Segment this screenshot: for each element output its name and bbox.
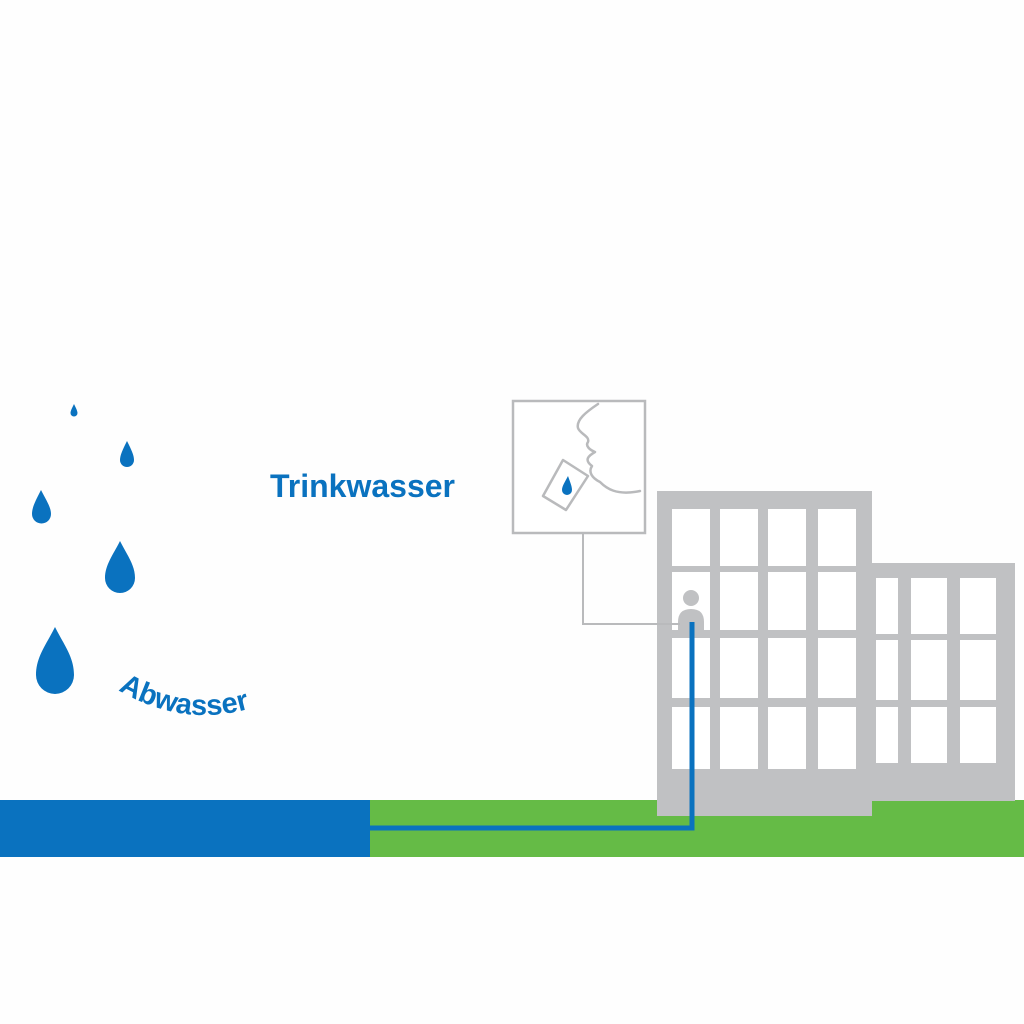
- building-right-windows: [876, 578, 996, 763]
- raindrops-icon: [32, 404, 135, 694]
- raindrop: [70, 404, 78, 417]
- raindrop: [36, 627, 74, 694]
- water-pipe: [370, 622, 695, 831]
- glass-water-drop: [562, 476, 572, 495]
- raindrop: [120, 441, 134, 467]
- label-drinking-water: Trinkwasser: [270, 468, 455, 504]
- raindrop: [105, 541, 135, 593]
- person-drinking-icon: [511, 399, 647, 535]
- label-waste-water: Abwasser: [115, 668, 252, 722]
- face-profile: [576, 402, 642, 494]
- office-building-icon: [657, 491, 1015, 816]
- person-icon: [678, 590, 704, 632]
- connector-line: [582, 503, 680, 625]
- raindrop: [32, 490, 51, 524]
- water-body: [0, 800, 370, 857]
- label-waste-water-text: Abwasser: [115, 668, 252, 722]
